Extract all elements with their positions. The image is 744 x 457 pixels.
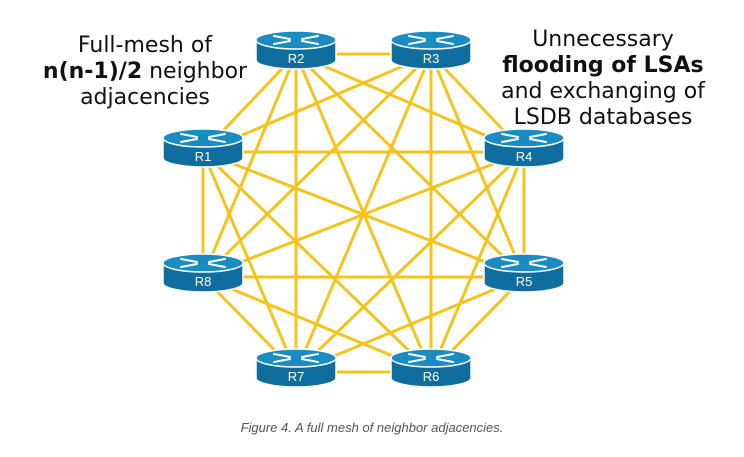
router-label-r8: R8 [195, 274, 212, 289]
router-label-r7: R7 [288, 369, 305, 384]
router-r3: R3 [390, 30, 472, 70]
figure-caption: Figure 4. A full mesh of neighbor adjace… [240, 420, 504, 435]
router-r8: R8 [162, 253, 244, 293]
router-label-r6: R6 [423, 369, 440, 384]
router-arrows-icon [408, 353, 454, 363]
router-arrows-icon [408, 35, 454, 45]
router-label-r3: R3 [423, 51, 440, 66]
link-r4-r6 [429, 150, 526, 374]
router-label-r2: R2 [288, 51, 305, 66]
link-r4-r8 [201, 150, 526, 279]
router-label-r1: R1 [195, 149, 212, 164]
link-r4-r7 [294, 150, 526, 374]
note-right-line1: Unnecessary [532, 27, 674, 52]
router-r1: R1 [162, 128, 244, 168]
router-arrows-icon [273, 353, 319, 363]
router-arrows-icon [501, 133, 547, 143]
note-left-line3: adjacencies [80, 85, 210, 110]
note-right-line2: flooding of LSAs [502, 53, 704, 78]
router-arrows-icon [180, 133, 226, 143]
link-r2-r8 [201, 52, 298, 279]
note-left-line2-rest: neighbor [142, 59, 248, 84]
note-right-line4: LSDB databases [513, 105, 693, 130]
note-right-line3: and exchanging of [501, 79, 705, 104]
router-arrows-icon [501, 258, 547, 268]
link-r3-r5 [429, 52, 526, 279]
router-r2: R2 [255, 30, 337, 70]
note-left-line1: Full-mesh of [77, 33, 213, 58]
router-r5: R5 [483, 253, 565, 293]
router-r6: R6 [390, 348, 472, 388]
link-r1-r7 [201, 150, 298, 374]
router-arrows-icon [180, 258, 226, 268]
note-left-line2: n(n-1)/2 neighbor [25, 59, 265, 85]
flooding-note: Unnecessary flooding of LSAs and exchang… [468, 27, 738, 131]
router-arrows-icon [273, 35, 319, 45]
router-label-r4: R4 [516, 149, 533, 164]
formula-text: n(n-1)/2 [42, 59, 143, 84]
router-r7: R7 [255, 348, 337, 388]
router-label-r5: R5 [516, 274, 533, 289]
router-r4: R4 [483, 128, 565, 168]
full-mesh-note: Full-mesh of n(n-1)/2 neighbor adjacenci… [25, 33, 265, 111]
link-r3-r8 [201, 52, 433, 279]
